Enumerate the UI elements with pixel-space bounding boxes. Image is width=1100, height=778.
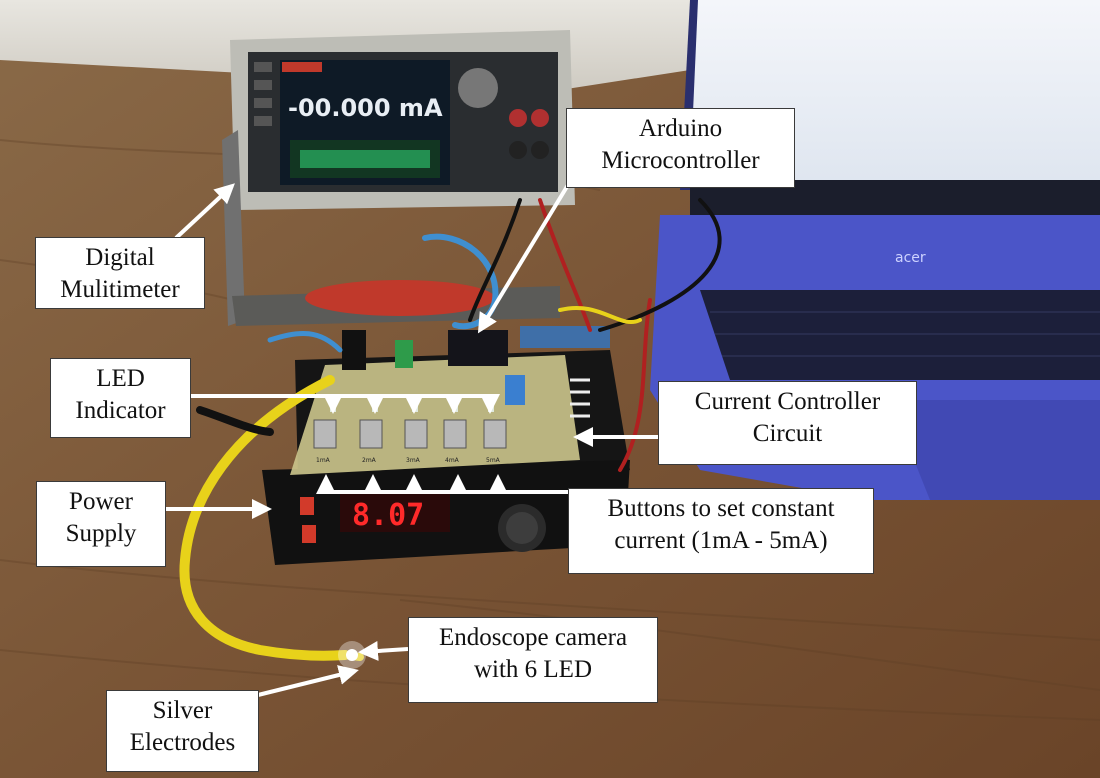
board-label-1: 1mA bbox=[316, 457, 331, 464]
callout-endoscope-line-1: Endoscope camera bbox=[438, 624, 628, 651]
board-label-3: 3mA bbox=[406, 457, 421, 464]
arrow-electrodes bbox=[257, 665, 359, 697]
arrow-arduino bbox=[477, 173, 576, 334]
callout-digital-multimeter-line-2: Mulitimeter bbox=[60, 276, 180, 303]
callout-digital-multimeter-line-1: Digital bbox=[85, 244, 155, 271]
red-test-lead-pouch bbox=[305, 280, 495, 316]
callout-current-controller: Current Controller Circuit bbox=[658, 381, 917, 465]
callout-led-indicator: LED Indicator bbox=[50, 358, 191, 438]
callout-endoscope-line-2: with 6 LED bbox=[473, 656, 593, 683]
callout-power-supply: Power Supply bbox=[36, 481, 166, 567]
arrow-endoscope bbox=[358, 640, 409, 661]
buttons-bracket bbox=[316, 474, 568, 494]
callout-power-supply-line-1: Power bbox=[69, 488, 133, 515]
supply-display: 8.07 bbox=[352, 498, 424, 533]
callout-led-indicator-line-2: Indicator bbox=[75, 397, 166, 424]
digital-multimeter: -00.000 mA bbox=[222, 30, 575, 326]
callout-arduino-line-1: Arduino bbox=[638, 115, 723, 142]
callout-endoscope: Endoscope camera with 6 LED bbox=[408, 617, 658, 703]
callout-arduino-line-2: Microcontroller bbox=[601, 147, 760, 174]
callout-arrows bbox=[166, 173, 658, 697]
callout-silver-electrodes-line-2: Electrodes bbox=[129, 729, 236, 756]
callout-led-indicator-line-1: LED bbox=[96, 365, 145, 392]
callout-silver-electrodes: Silver Electrodes bbox=[106, 690, 259, 772]
callout-arduino: Arduino Microcontroller bbox=[566, 108, 795, 188]
callout-current-controller-line-1: Current Controller bbox=[694, 388, 881, 415]
keithley-logo-patch bbox=[282, 62, 322, 72]
led-indicator-bracket bbox=[191, 394, 500, 414]
board-label-2: 2mA bbox=[362, 457, 377, 464]
callout-buttons-line-1: Buttons to set constant bbox=[607, 495, 835, 522]
callout-current-controller-line-2: Circuit bbox=[752, 420, 823, 447]
laptop-brand-logo: acer bbox=[895, 250, 926, 266]
callout-power-supply-line-2: Supply bbox=[65, 520, 137, 547]
meter-reading: -00.000 mA bbox=[288, 94, 443, 122]
endoscope-camera bbox=[338, 641, 366, 669]
callout-buttons: Buttons to set constant current (1mA - 5… bbox=[568, 488, 874, 574]
board-label-5: 5mA bbox=[486, 457, 501, 464]
current-controller-board: 1mA 2mA 3mA 4mA 5mA bbox=[290, 326, 610, 475]
callout-silver-electrodes-line-1: Silver bbox=[152, 697, 213, 724]
laptop-keyboard bbox=[700, 290, 1100, 380]
board-label-4: 4mA bbox=[445, 457, 460, 464]
arrow-multimeter bbox=[174, 183, 235, 240]
callout-digital-multimeter: Digital Mulitimeter bbox=[35, 237, 205, 309]
callout-buttons-line-2: current (1mA - 5mA) bbox=[614, 527, 828, 554]
